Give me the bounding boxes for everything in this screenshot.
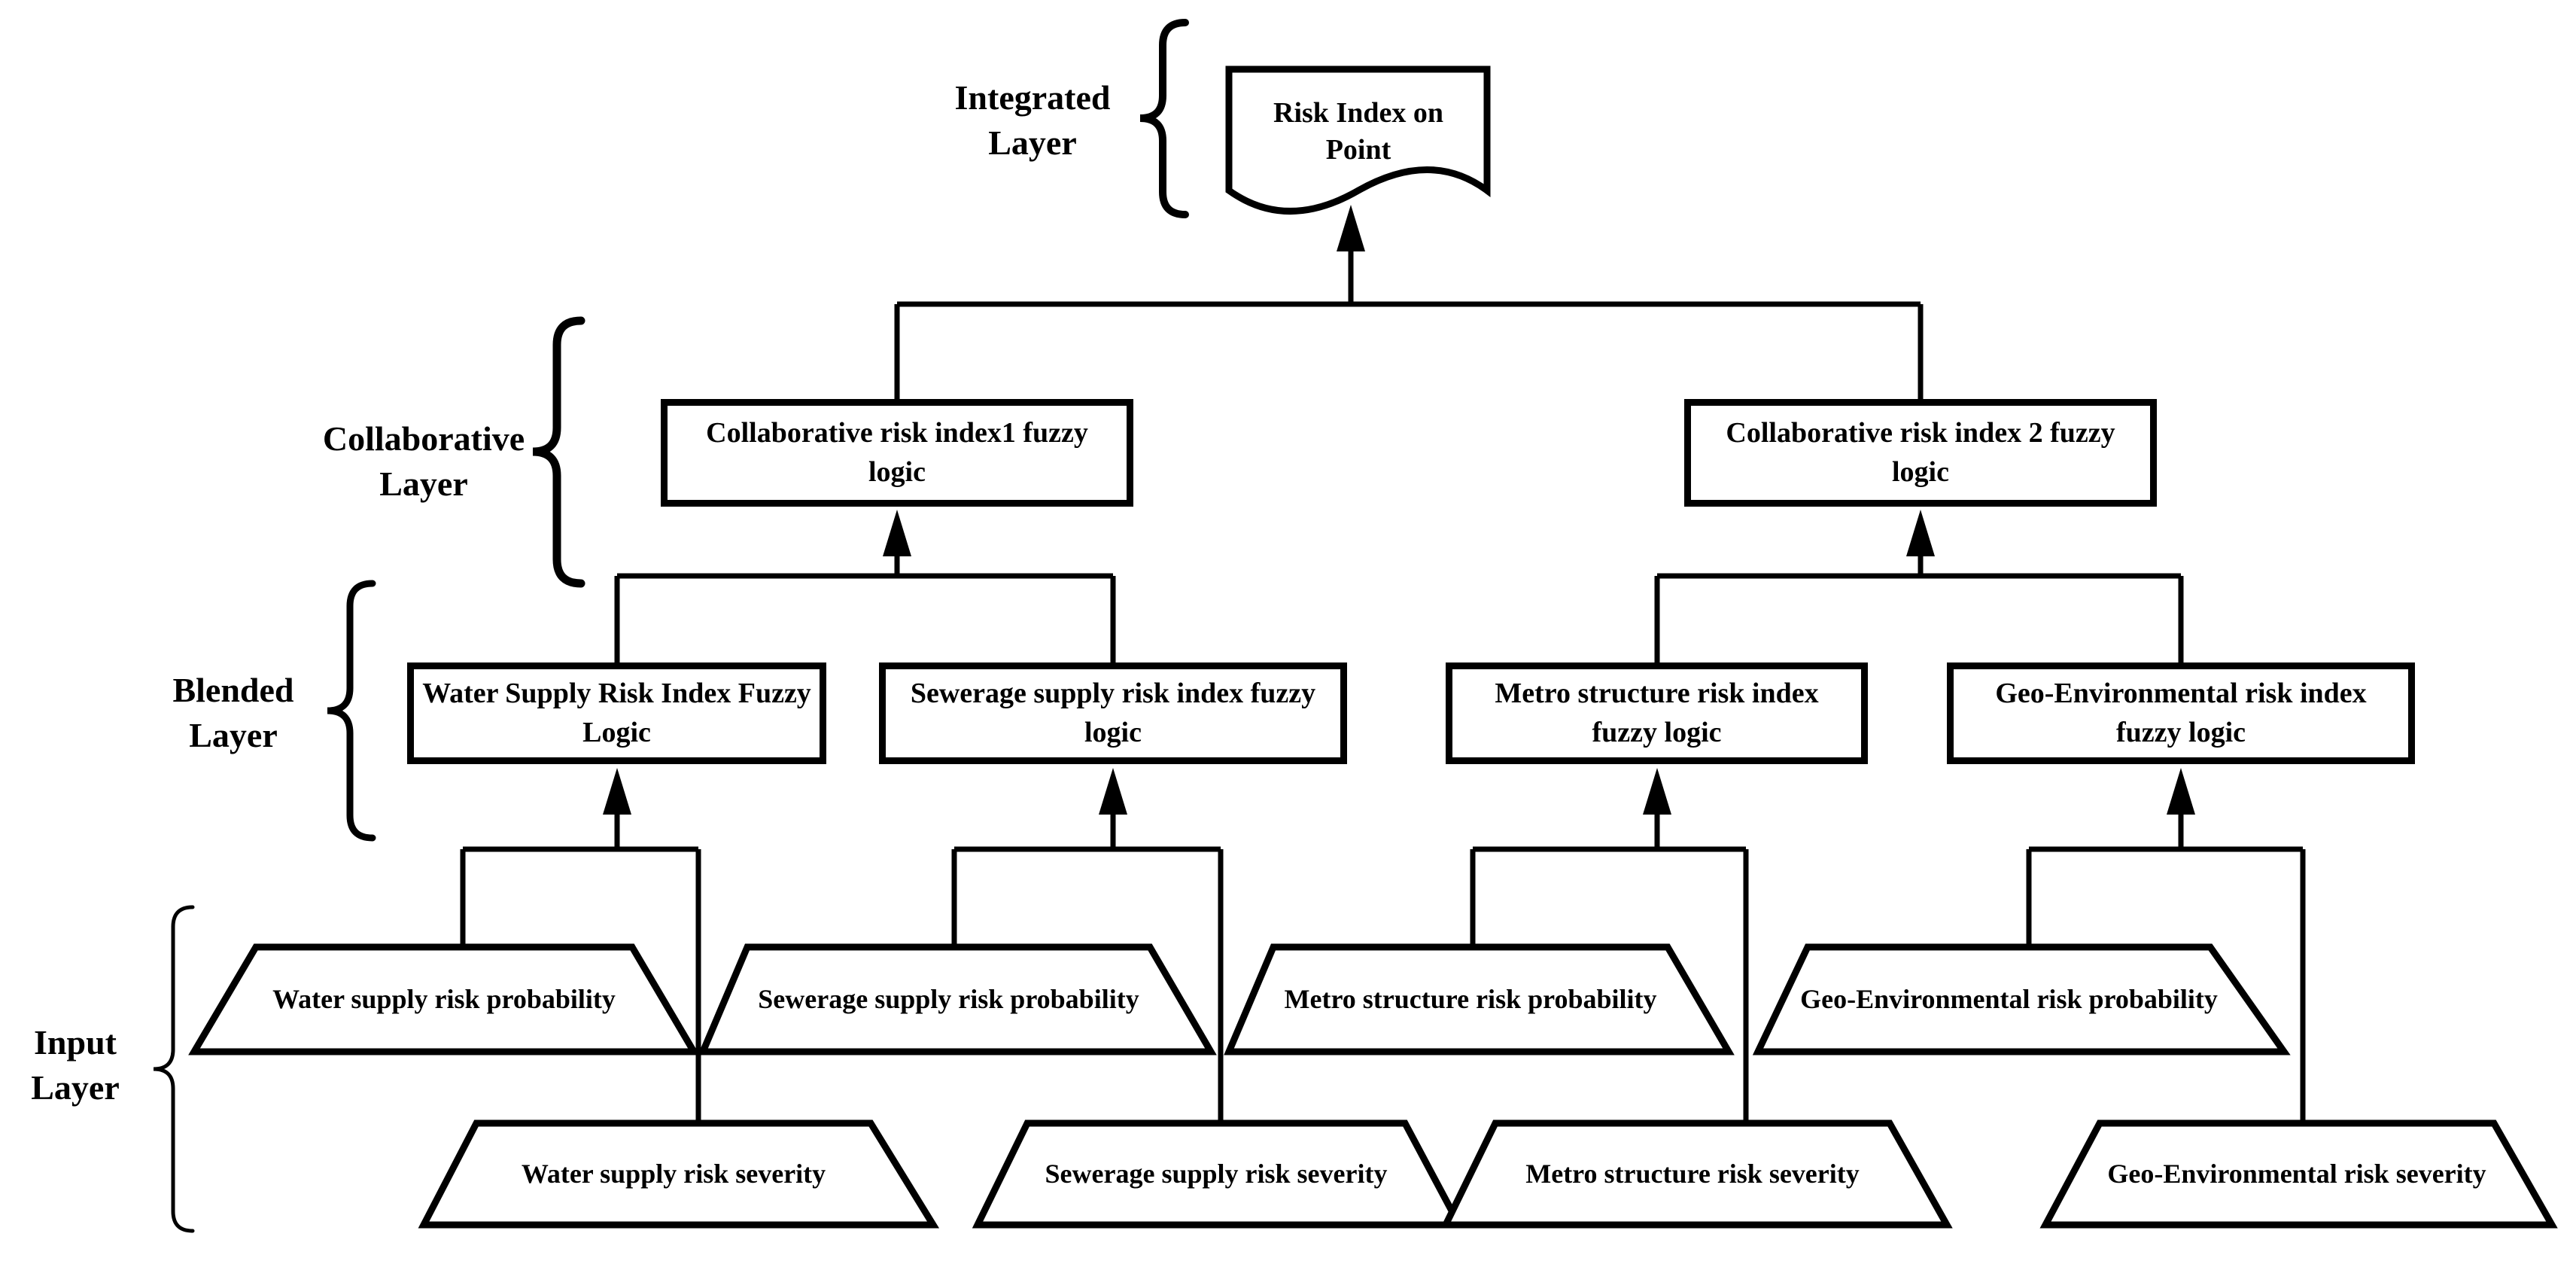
- trapezoid-geo-probability: [1752, 943, 2291, 1055]
- metro-structure-severity-node: Metro structure risk severity: [1525, 1159, 1860, 1189]
- water-supply-risk-index-node: Water Supply Risk Index Fuzzy Logic: [407, 662, 826, 764]
- collaborative-layer-label-line1: Collaborative: [322, 419, 525, 458]
- sewerage-supply-risk-index-node: Sewerage supply risk index fuzzy logic: [879, 662, 1347, 764]
- integrated-layer-label-line1: Integrated: [954, 78, 1111, 117]
- document-shape: [1225, 65, 1491, 215]
- input-layer-label-line2: Layer: [31, 1068, 120, 1107]
- arrowhead-icon: [603, 768, 631, 815]
- water-supply-severity-node: Water supply risk severity: [521, 1159, 826, 1189]
- brace-input-layer: [153, 905, 195, 1233]
- arrowhead-icon: [1643, 768, 1671, 815]
- blended-layer-label-line1: Blended: [172, 671, 294, 710]
- collaborative-risk-index1-node: Collaborative risk index1 fuzzy logic: [661, 399, 1133, 507]
- integrated-layer-label: Integrated Layer: [844, 72, 1221, 169]
- collaborative-layer-label-line2: Layer: [379, 464, 468, 503]
- blended-layer-label-line2: Layer: [189, 716, 278, 754]
- brace-blended-layer: [327, 580, 376, 842]
- trapezoid-metro-severity: [1440, 1119, 1953, 1229]
- integrated-layer-label-line2: Layer: [988, 123, 1077, 162]
- arrowhead-icon: [883, 510, 911, 556]
- blended-layer-label: Blended Layer: [83, 664, 384, 762]
- metro-structure-risk-index-node: Metro structure risk index fuzzy logic: [1446, 662, 1868, 764]
- trapezoid-geo-severity: [2039, 1119, 2558, 1229]
- brace-integrated-layer: [1139, 19, 1189, 218]
- trapezoid-metro-probability: [1224, 943, 1735, 1055]
- collaborative-risk-index2-node: Collaborative risk index 2 fuzzy logic: [1684, 399, 2157, 507]
- risk-index-on-point-node: Risk Index on Point: [1273, 96, 1443, 166]
- metro-structure-probability-node: Metro structure risk probability: [1284, 984, 1657, 1015]
- brace-collaborative-layer: [532, 316, 585, 588]
- arrowhead-icon: [1906, 510, 1935, 556]
- input-layer-label: Input Layer: [0, 1016, 151, 1114]
- geo-environmental-severity-node: Geo-Environmental risk severity: [2107, 1159, 2486, 1189]
- input-layer-label-line1: Input: [34, 1023, 117, 1062]
- geo-environmental-risk-index-node: Geo-Environmental risk index fuzzy logic: [1947, 662, 2415, 764]
- arrowhead-icon: [1337, 205, 1365, 251]
- collaborative-layer-label: Collaborative Layer: [236, 413, 612, 510]
- water-supply-probability-node: Water supply risk probability: [272, 984, 616, 1015]
- trapezoid-water-probability: [188, 943, 700, 1055]
- sewerage-supply-probability-node: Sewerage supply risk probability: [758, 984, 1139, 1015]
- arrowhead-icon: [1099, 768, 1127, 815]
- arrowhead-icon: [2167, 768, 2195, 815]
- trapezoid-water-severity: [418, 1119, 940, 1229]
- trapezoid-sewerage-probability: [698, 943, 1217, 1055]
- sewerage-supply-severity-node: Sewerage supply risk severity: [1045, 1159, 1388, 1189]
- geo-environmental-probability-node: Geo-Environmental risk probability: [1800, 984, 2218, 1015]
